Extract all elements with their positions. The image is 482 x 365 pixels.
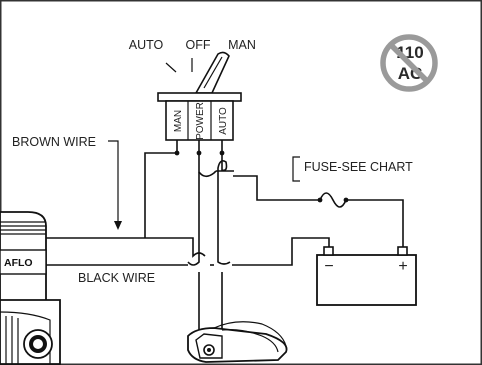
auto-tick bbox=[165, 62, 177, 73]
fuse-feed-wire bbox=[233, 175, 320, 201]
switch-bezel bbox=[157, 92, 242, 102]
battery: − + bbox=[316, 246, 417, 306]
fuse-to-positive-wire bbox=[346, 199, 404, 247]
negative-wire bbox=[232, 237, 330, 266]
auto-wire bbox=[217, 153, 231, 265]
brown-wire-arrow bbox=[108, 140, 119, 227]
float-switch bbox=[187, 321, 288, 363]
bilge-pump: AFLO bbox=[0, 211, 61, 365]
black-wire-label: BLACK WIRE bbox=[78, 271, 155, 285]
brown-wire-label: BROWN WIRE bbox=[12, 135, 96, 149]
battery-negative-sign: − bbox=[324, 258, 333, 275]
position-label-man: MAN bbox=[228, 38, 256, 52]
power-wire bbox=[198, 153, 217, 178]
position-label-auto: AUTO bbox=[129, 38, 164, 52]
switch-body bbox=[165, 100, 234, 141]
fuse-label-bracket bbox=[292, 156, 300, 182]
battery-negative-terminal bbox=[323, 246, 334, 256]
position-label-off: OFF bbox=[186, 38, 211, 52]
fuse-label: FUSE-SEE CHART bbox=[304, 160, 413, 174]
man-wire bbox=[144, 152, 177, 238]
terminal-label-man: MAN bbox=[173, 110, 184, 132]
battery-positive-terminal bbox=[397, 246, 408, 256]
no-110ac-icon: 110 AC bbox=[380, 34, 438, 92]
fuse bbox=[317, 192, 404, 247]
brown-wire-to-power bbox=[145, 237, 206, 258]
lever-highlight bbox=[203, 56, 223, 89]
arrowhead bbox=[114, 221, 122, 230]
power-wire-down bbox=[187, 172, 200, 266]
pump-brand-text: AFLO bbox=[4, 257, 33, 269]
terminal-label-auto: AUTO bbox=[218, 107, 229, 135]
terminal-label-power: POWER bbox=[195, 102, 206, 140]
toggle-switch bbox=[157, 51, 242, 156]
battery-positive-sign: + bbox=[398, 258, 407, 275]
